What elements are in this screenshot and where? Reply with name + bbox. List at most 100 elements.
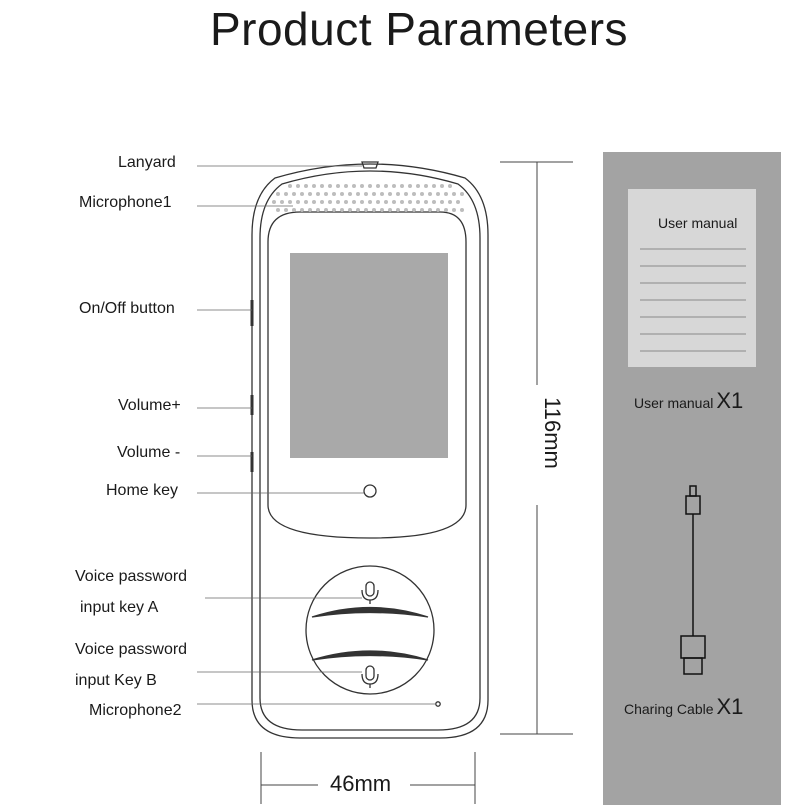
width-dimension-label: 46mm	[330, 771, 392, 797]
user-manual-card	[628, 189, 756, 367]
grill-dot	[344, 184, 348, 188]
grill-dot	[276, 192, 280, 196]
grill-dot	[324, 208, 328, 212]
grill-dot	[452, 208, 456, 212]
grill-dot	[428, 208, 432, 212]
grill-dot	[332, 208, 336, 212]
grill-dot	[448, 200, 452, 204]
grill-dot	[308, 192, 312, 196]
grill-dot	[328, 200, 332, 204]
grill-dot	[388, 192, 392, 196]
grill-dot	[296, 200, 300, 204]
grill-dot	[328, 184, 332, 188]
grill-dot	[444, 192, 448, 196]
grill-dot	[304, 184, 308, 188]
grill-dot	[348, 192, 352, 196]
label-volume-down: Volume -	[117, 444, 181, 461]
grill-dot	[376, 184, 380, 188]
grill-dot	[368, 200, 372, 204]
grill-dot	[440, 200, 444, 204]
speaker-grill	[272, 184, 464, 212]
grill-dot	[340, 208, 344, 212]
grill-dot	[460, 208, 464, 212]
grill-dot	[316, 192, 320, 196]
grill-dot	[312, 184, 316, 188]
grill-dot	[308, 208, 312, 212]
grill-dot	[372, 208, 376, 212]
grill-dot	[380, 192, 384, 196]
grill-dot	[416, 184, 420, 188]
grill-dot	[344, 200, 348, 204]
grill-dot	[412, 208, 416, 212]
width-dimension	[260, 752, 476, 804]
grill-dot	[416, 200, 420, 204]
grill-dot	[368, 184, 372, 188]
grill-dot	[372, 192, 376, 196]
grill-dot	[332, 192, 336, 196]
label-voice-key-a-line1: Voice password	[75, 568, 188, 585]
grill-dot	[280, 200, 284, 204]
label-microphone2: Microphone2	[89, 702, 182, 719]
grill-dot	[408, 200, 412, 204]
grill-dot	[436, 208, 440, 212]
grill-dot	[432, 200, 436, 204]
charging-cable-label: Charing Cable	[624, 701, 714, 717]
label-lanyard: Lanyard	[118, 154, 176, 171]
charging-cable-icon	[680, 485, 706, 675]
grill-dot	[292, 208, 296, 212]
grill-dot	[296, 184, 300, 188]
grill-dot	[404, 192, 408, 196]
device-screen	[290, 253, 448, 458]
grill-dot	[276, 208, 280, 212]
grill-dot	[380, 208, 384, 212]
grill-dot	[324, 192, 328, 196]
grill-dot	[300, 208, 304, 212]
grill-dot	[448, 184, 452, 188]
grill-dot	[392, 184, 396, 188]
grill-dot	[348, 208, 352, 212]
grill-dot	[400, 200, 404, 204]
device-body	[250, 161, 489, 739]
grill-dot	[288, 184, 292, 188]
grill-dot	[396, 192, 400, 196]
height-dimension	[500, 161, 573, 735]
grill-dot	[376, 200, 380, 204]
grill-dot	[404, 208, 408, 212]
grill-dot	[312, 200, 316, 204]
label-voice-key-a-line2: input key A	[80, 599, 159, 616]
grill-dot	[396, 208, 400, 212]
grill-dot	[384, 184, 388, 188]
grill-dot	[272, 200, 276, 204]
grill-dot	[420, 208, 424, 212]
page-title: Product Parameters	[209, 3, 629, 55]
grill-dot	[444, 208, 448, 212]
grill-dot	[360, 200, 364, 204]
grill-dot	[292, 192, 296, 196]
grill-dot	[284, 208, 288, 212]
grill-dot	[300, 192, 304, 196]
label-microphone1: Microphone1	[79, 194, 172, 211]
charging-cable-qty: X1	[716, 694, 744, 719]
grill-dot	[412, 192, 416, 196]
grill-dot	[432, 184, 436, 188]
label-voice-key-b-line2: input Key B	[75, 672, 157, 689]
grill-dot	[336, 200, 340, 204]
grill-dot	[288, 200, 292, 204]
callout-lines	[197, 165, 436, 705]
grill-dot	[356, 192, 360, 196]
grill-dot	[336, 184, 340, 188]
grill-dot	[304, 200, 308, 204]
label-home-key: Home key	[106, 482, 179, 499]
grill-dot	[420, 192, 424, 196]
grill-dot	[364, 208, 368, 212]
grill-dot	[440, 184, 444, 188]
grill-dot	[284, 192, 288, 196]
user-manual-card-title: User manual	[658, 215, 738, 231]
grill-dot	[400, 184, 404, 188]
grill-dot	[352, 184, 356, 188]
label-voice-key-b-line1: Voice password	[75, 641, 188, 658]
